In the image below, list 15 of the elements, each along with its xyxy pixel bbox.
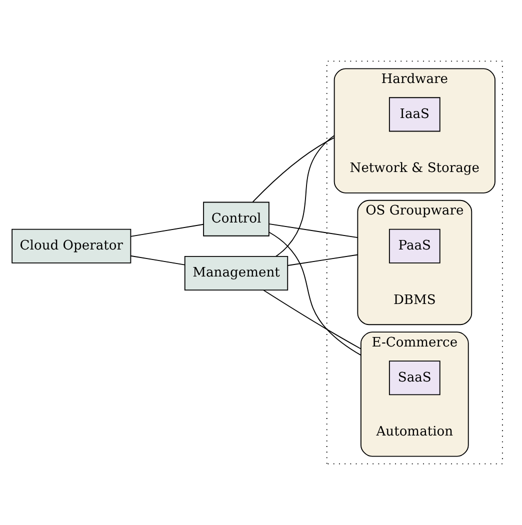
connector: [130, 224, 204, 237]
connector: [268, 232, 362, 356]
connector: [252, 137, 335, 202]
node-box: SaaS: [388, 360, 440, 396]
node-box: Control: [203, 202, 270, 236]
connector: [263, 290, 362, 350]
connector: [130, 255, 186, 266]
connector: [268, 224, 358, 238]
node-box: IaaS: [388, 97, 440, 132]
connector: [287, 254, 358, 266]
cluster: [326, 60, 503, 464]
connector: [276, 135, 335, 257]
node-box: Cloud Operator: [12, 228, 132, 264]
node-box: Management: [184, 256, 288, 291]
node-box: PaaS: [388, 228, 440, 264]
